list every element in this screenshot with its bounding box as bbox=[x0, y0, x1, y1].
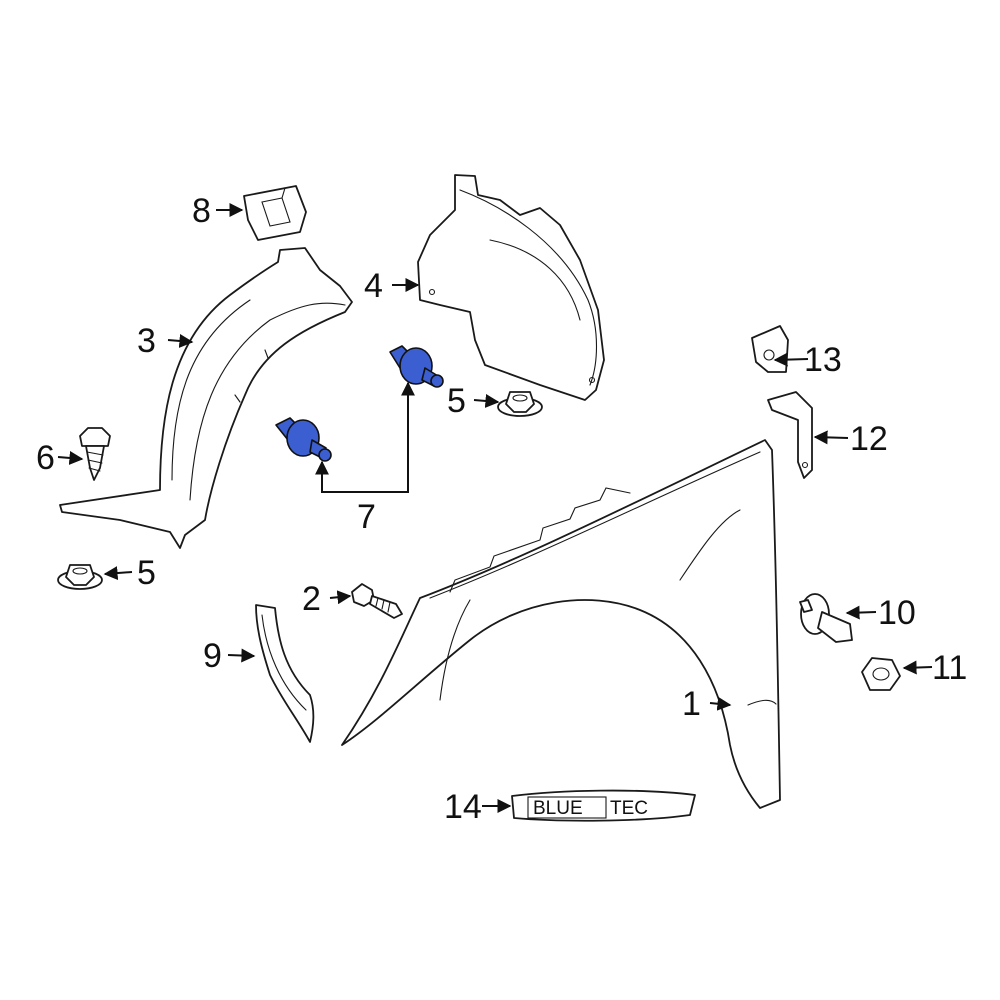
rivet-part-7-left[interactable] bbox=[275, 417, 332, 462]
callout-2: 2 bbox=[302, 580, 321, 618]
callout-14: 14 bbox=[444, 788, 482, 826]
bracket-part-12[interactable] bbox=[767, 391, 813, 479]
callout-6: 6 bbox=[36, 439, 55, 477]
callout-10: 10 bbox=[878, 594, 916, 632]
callout-11: 11 bbox=[932, 649, 967, 687]
nut-part-5-upper[interactable] bbox=[497, 391, 543, 417]
callout-12: 12 bbox=[850, 420, 888, 458]
callout-5-lower: 5 bbox=[137, 554, 156, 592]
callout-1: 1 bbox=[682, 685, 701, 723]
nut-part-5-lower[interactable] bbox=[57, 564, 103, 590]
callout-7: 7 bbox=[357, 498, 376, 536]
callout-5-upper: 5 bbox=[447, 382, 466, 420]
callout-4: 4 bbox=[364, 267, 383, 305]
badge-text-blue: BLUE bbox=[533, 798, 583, 819]
callout-13: 13 bbox=[804, 341, 842, 379]
fender-part[interactable] bbox=[341, 439, 781, 809]
bolt-part-2[interactable] bbox=[351, 583, 403, 619]
screw-part-6[interactable] bbox=[79, 427, 111, 481]
wheel-liner-rear-part[interactable] bbox=[417, 174, 605, 401]
callout-9: 9 bbox=[203, 637, 222, 675]
leader-lines bbox=[57, 203, 933, 813]
bracket-part-9[interactable] bbox=[255, 604, 315, 743]
rivet-part-7-right[interactable] bbox=[389, 345, 444, 388]
bracket-part-13[interactable] bbox=[751, 325, 789, 373]
callout-3: 3 bbox=[137, 322, 156, 360]
callout-8: 8 bbox=[192, 192, 211, 230]
clip-part-8[interactable] bbox=[243, 185, 307, 241]
wheel-liner-front-part[interactable] bbox=[59, 247, 353, 549]
bolt-part-10[interactable] bbox=[799, 593, 853, 643]
nut-part-11[interactable] bbox=[861, 657, 901, 691]
badge-text-tec: TEC bbox=[610, 798, 648, 819]
bluetec-badge-part[interactable]: BLUE TEC bbox=[511, 789, 696, 822]
